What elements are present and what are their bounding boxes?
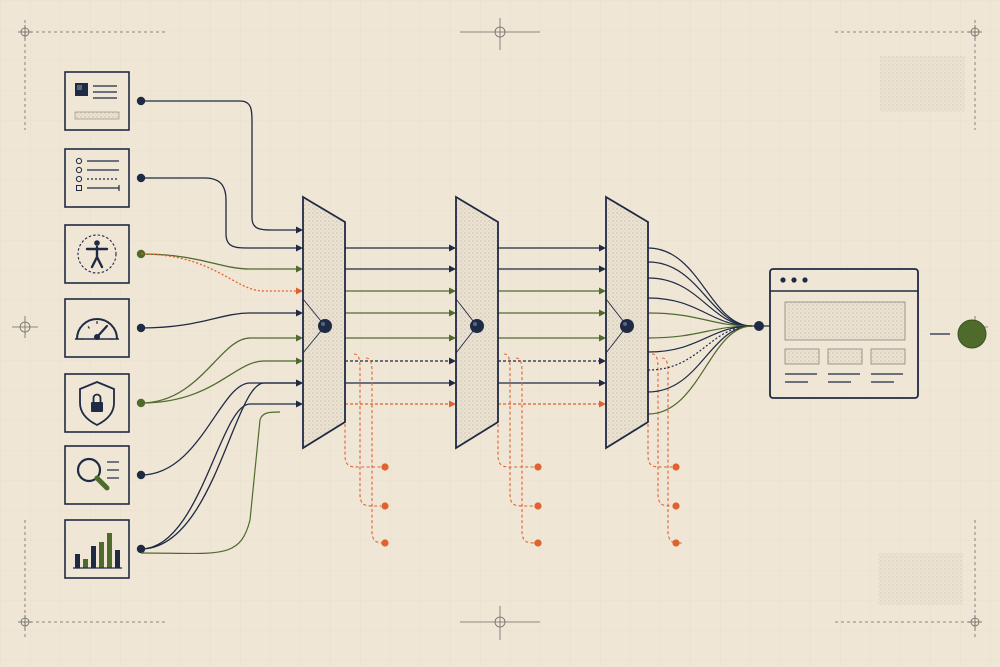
filter-stage-1: [302, 195, 346, 450]
input-module-6: [64, 445, 130, 505]
input-module-2: [64, 148, 130, 208]
rejected-endpoint-dot: [672, 463, 680, 471]
input-module-3: [64, 224, 130, 284]
arrow-head-icon: [599, 309, 606, 317]
input-wire: [141, 100, 296, 231]
green-result-dot: [957, 319, 987, 349]
rejected-endpoint-dot: [534, 539, 542, 547]
rejected-branch: [515, 357, 537, 544]
magnifier-search-icon: [76, 457, 119, 491]
merge-node-dot: [754, 321, 764, 331]
input-module-1: [64, 71, 130, 131]
input-wire: [140, 253, 296, 292]
filter-stage-2: [455, 195, 499, 450]
arrow-head-icon: [599, 265, 606, 273]
arrow-head-icon: [449, 244, 456, 252]
rejected-endpoint-dot: [672, 539, 680, 547]
arrow-head-icon: [296, 379, 303, 387]
converging-wire: [647, 312, 753, 327]
arrow-head-icon: [599, 400, 606, 408]
arrow-head-icon: [449, 334, 456, 342]
rejected-endpoint-dot: [534, 502, 542, 510]
arrow-head-icon: [449, 265, 456, 273]
input-wire: [140, 411, 281, 555]
document-layout-icon: [74, 83, 120, 120]
arrow-head-icon: [296, 357, 303, 365]
filter-stages: [302, 195, 649, 450]
browser-dot-icon: [791, 277, 797, 283]
input-module-5: [64, 373, 130, 433]
stage-hub-icon: [470, 319, 484, 333]
texture-swatch-top-right: [880, 56, 965, 112]
input-wire: [140, 382, 296, 476]
texture-swatch-bottom-right: [878, 553, 963, 605]
input-module-7: [64, 519, 130, 579]
output-browser-window: [769, 268, 919, 399]
arrow-head-icon: [296, 400, 303, 408]
converging-wire: [647, 325, 753, 353]
security-shield-lock-icon: [79, 381, 115, 427]
arrow-head-icon: [449, 357, 456, 365]
stage-hub-icon: [318, 319, 332, 333]
speedometer-gauge-icon: [75, 318, 119, 340]
input-wire: [140, 253, 296, 270]
browser-card: [870, 348, 906, 365]
arrow-head-icon: [599, 244, 606, 252]
stage-hub-icon: [620, 319, 634, 333]
module-frame: [64, 298, 130, 358]
input-wire: [140, 337, 296, 404]
filter-stage-3: [605, 195, 649, 450]
arrow-head-icon: [449, 309, 456, 317]
input-module-4: [64, 298, 130, 358]
rejected-endpoint-dot: [381, 463, 389, 471]
rejected-endpoint-dot: [381, 539, 389, 547]
arrow-head-icon: [599, 357, 606, 365]
arrow-head-icon: [296, 244, 303, 252]
arrow-head-icon: [296, 226, 303, 234]
rejected-endpoint-dot: [672, 502, 680, 510]
arrow-head-icon: [296, 287, 303, 295]
converging-wire: [647, 261, 753, 327]
converging-wire: [647, 277, 753, 327]
arrow-head-icon: [599, 379, 606, 387]
rejected-branch: [503, 353, 534, 507]
module-frame: [64, 71, 130, 131]
browser-hero-block: [784, 301, 906, 341]
module-frame: [64, 445, 130, 505]
arrow-head-icon: [449, 379, 456, 387]
arrow-head-icon: [599, 334, 606, 342]
browser-dot-icon: [780, 277, 786, 283]
input-modules: [64, 71, 130, 579]
arrow-head-icon: [296, 265, 303, 273]
input-wire: [140, 382, 296, 550]
arrow-head-icon: [296, 334, 303, 342]
browser-dot-icon: [802, 277, 808, 283]
arrow-head-icon: [296, 309, 303, 317]
converging-wire: [647, 297, 753, 327]
browser-card: [827, 348, 863, 365]
rejected-endpoint-dot: [534, 463, 542, 471]
input-wire: [140, 312, 296, 329]
registration-marks: [12, 18, 988, 640]
rejected-endpoint-dot: [381, 502, 389, 510]
arrow-head-icon: [599, 287, 606, 295]
accessibility-person-icon: [77, 234, 117, 274]
bar-chart-icon: [73, 533, 122, 569]
browser-card: [784, 348, 820, 365]
module-frame: [64, 519, 130, 579]
arrow-head-icon: [449, 400, 456, 408]
connection-wires: [136, 96, 770, 555]
rejected-branch: [365, 357, 387, 544]
checklist-icon: [75, 157, 120, 191]
converging-wire: [647, 325, 753, 415]
rejected-branch: [353, 353, 381, 507]
input-wire: [140, 360, 296, 404]
module-frame: [64, 148, 130, 208]
arrow-head-icon: [449, 287, 456, 295]
input-wire: [141, 177, 296, 249]
converging-wire: [647, 325, 753, 371]
converging-wire: [647, 247, 753, 327]
